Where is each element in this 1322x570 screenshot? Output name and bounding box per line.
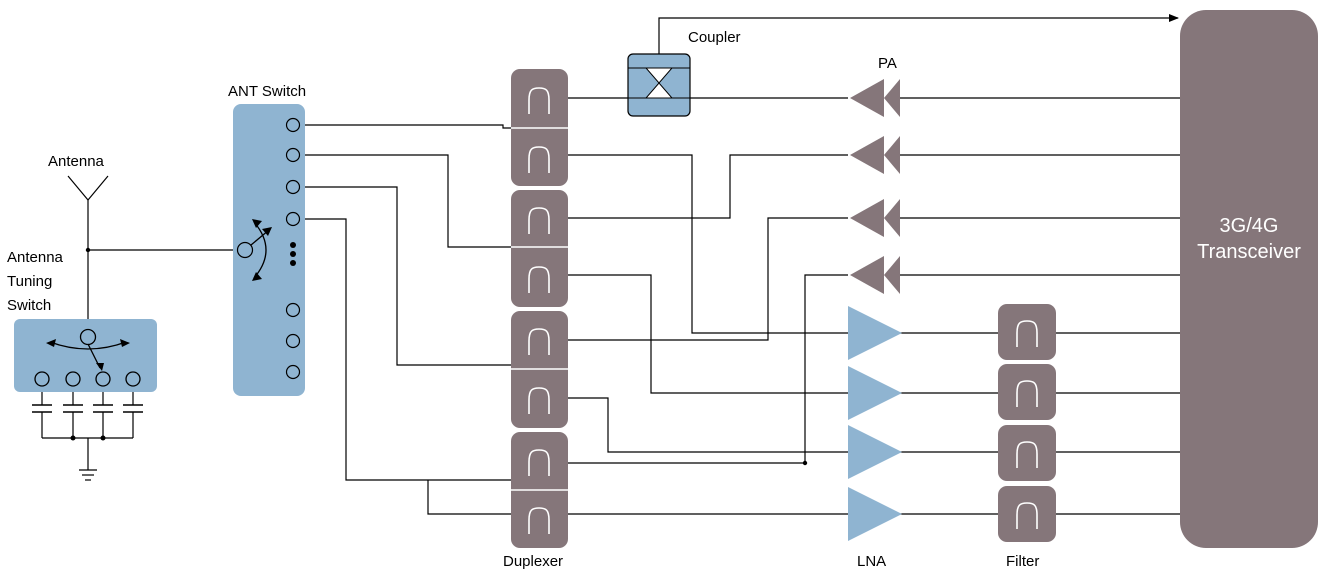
tuning-switch-label-3: Switch	[7, 297, 51, 314]
power-amplifiers	[850, 79, 900, 294]
ground-symbol	[79, 469, 97, 481]
wire-dup2b-lna2	[568, 274, 848, 394]
wire-pa4-dup4a	[568, 274, 848, 464]
ant-switch-port-6	[285, 333, 301, 349]
pa-4	[850, 256, 900, 294]
wire-dup3b-lna3	[568, 397, 848, 453]
transceiver-label-line2: Transceiver	[1197, 241, 1301, 263]
pa-3	[850, 199, 900, 237]
ant-switch-common-port	[236, 241, 254, 259]
filter-4	[998, 486, 1056, 542]
filter-label: Filter	[1006, 553, 1039, 570]
filter-2	[998, 364, 1056, 420]
lna-2	[848, 366, 902, 420]
ant-switch-port-3	[285, 179, 301, 195]
ant-switch	[233, 104, 305, 396]
antenna-icon	[67, 175, 109, 201]
ant-switch-port-1	[285, 117, 301, 133]
duplexer-2	[511, 190, 568, 307]
ant-switch-port-4	[285, 211, 301, 227]
filter-3	[998, 425, 1056, 481]
wire-port4-dup4	[300, 218, 511, 481]
ant-switch-port-7	[285, 364, 301, 380]
tuning-switch-label-2: Tuning	[7, 273, 52, 290]
pa-2	[850, 136, 900, 174]
duplexer-label: Duplexer	[503, 553, 563, 570]
transceiver-label-line1: 3G/4G	[1220, 215, 1279, 237]
wire-port1-dup1	[300, 124, 511, 129]
filter-1	[998, 304, 1056, 360]
low-noise-amplifiers	[848, 306, 902, 541]
antenna-tuning-switch	[14, 319, 157, 392]
coupler-label: Coupler	[688, 29, 741, 46]
pa-label: PA	[878, 55, 897, 72]
tuning-switch-label-1: Antenna	[7, 249, 64, 266]
ant-switch-label: ANT Switch	[228, 83, 306, 100]
lna-label: LNA	[857, 553, 886, 570]
wire-port3-dup3	[300, 186, 511, 366]
ant-switch-port-5	[285, 302, 301, 318]
wire-coupler-feedback	[658, 14, 1179, 54]
wire-dup1b-lna1	[568, 154, 848, 334]
wire-pa3-dup3a	[568, 217, 848, 341]
lna-3	[848, 425, 902, 479]
transceiver: 3G/4G Transceiver	[1180, 10, 1318, 548]
wire-pa2-dup2a	[568, 154, 848, 219]
duplexer-bank	[511, 69, 568, 548]
ant-switch-port-2	[285, 147, 301, 163]
wire-port2-dup2	[300, 154, 511, 248]
coupler	[627, 53, 691, 117]
duplexer-1	[511, 69, 568, 186]
lna-1	[848, 306, 902, 360]
tuning-capacitors	[32, 404, 143, 413]
junction-dots	[70, 247, 808, 466]
filters	[998, 304, 1056, 542]
wire-dup4-bottom	[427, 480, 511, 515]
wires	[41, 14, 1180, 515]
duplexer-4	[511, 432, 568, 548]
pa-1	[850, 79, 900, 117]
antenna-label: Antenna	[48, 153, 105, 170]
duplexer-3	[511, 311, 568, 428]
lna-4	[848, 487, 902, 541]
